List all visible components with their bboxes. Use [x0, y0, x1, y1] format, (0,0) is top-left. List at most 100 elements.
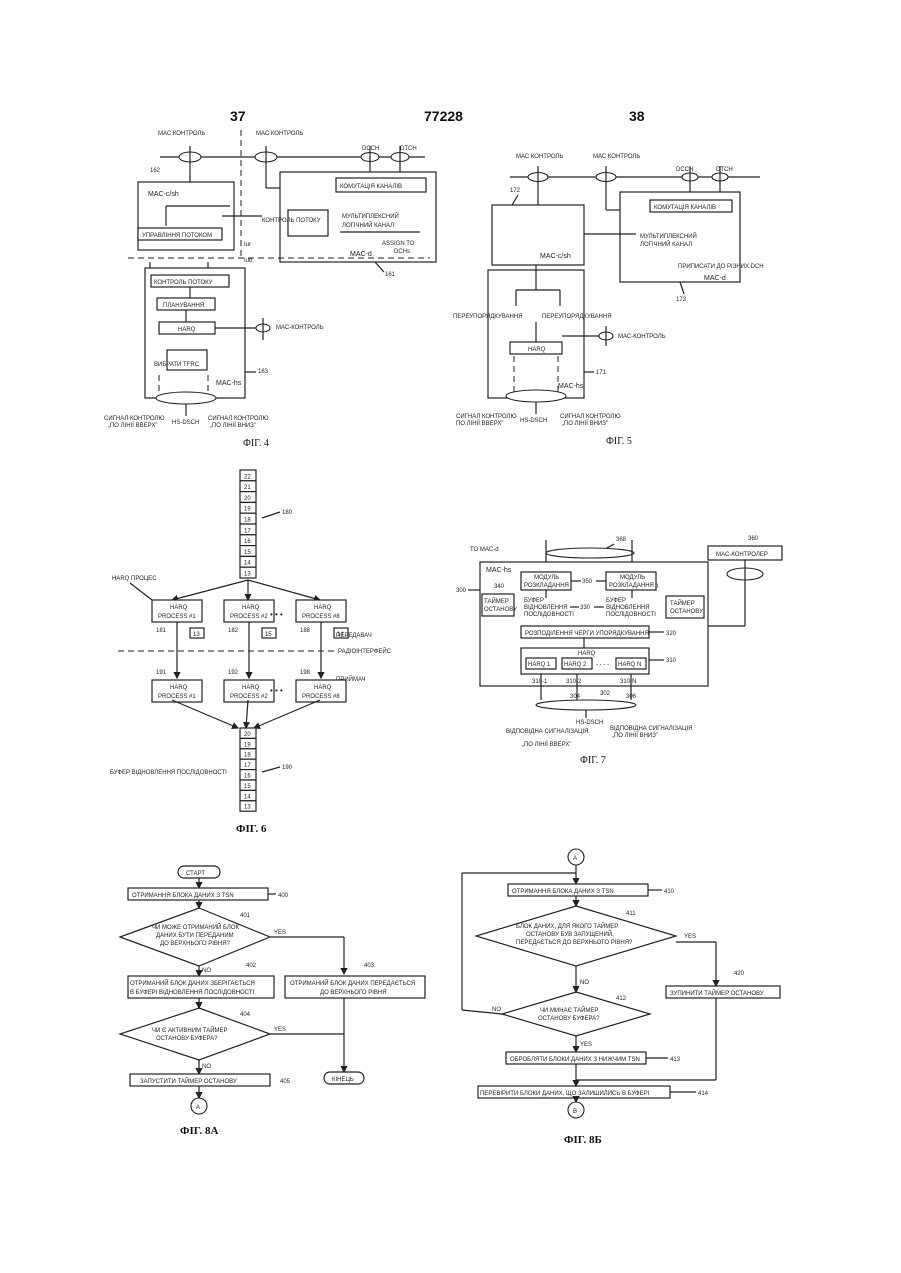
fig7-ref-3102: 310-2 — [566, 679, 582, 685]
fig4-harq: HARQ — [178, 327, 196, 333]
harq-process-number: PROCESS #8 — [302, 614, 340, 620]
fig8a-start-timer: ЗАПУСТИТИ ТАЙМЕР ОСТАНОВУ — [140, 1077, 237, 1085]
fig7-hs-dsch: HS-DSCH — [576, 720, 603, 726]
tsn-number: 21 — [244, 485, 251, 491]
tsn-number: 19 — [244, 507, 251, 513]
fig6-radio-interface: РАДІОІНТЕРФЕЙС — [338, 647, 392, 655]
fig5-reorder-2: ПЕРЕУПОРЯДКУВАННЯ — [542, 314, 612, 320]
fig5-harq: HARQ — [528, 347, 546, 353]
fig5-mac-control-1: МАС КОНТРОЛЬ — [516, 154, 563, 160]
fig8a-ref-400: 400 — [278, 893, 289, 899]
tsn-number: 20 — [244, 496, 251, 502]
fig4-mac-c-sh: MAC-c/sh — [148, 191, 179, 198]
harq-process-title: HARQ — [314, 605, 332, 611]
fig5-sig-up-1: СИГНАЛ КОНТРОЛЮ — [456, 414, 517, 420]
fig8a-ref-401: 401 — [240, 913, 251, 919]
fig7-ref-340a: 340 — [494, 584, 505, 590]
figure-4: МАС КОНТРОЛЬ МАС КОНТРОЛЬ DCCH DTCH 162 … — [104, 130, 436, 449]
fig8b-ref-420: 420 — [734, 971, 745, 977]
fig8b-process: ОБРОБЛЯТИ БЛОКИ ДАНИХ З НИЖЧИМ TSN — [510, 1057, 640, 1063]
fig7-ref-350: 350 — [582, 579, 593, 585]
harq-process-number: PROCESS #2 — [230, 614, 268, 620]
fig4-assign-1: ASSIGN TO — [382, 241, 415, 247]
tsn-number: 17 — [244, 528, 251, 534]
fig7-harq: HARQ — [578, 651, 596, 657]
fig8b-ref-410: 410 — [664, 889, 675, 895]
tsn-number: 18 — [244, 753, 251, 759]
fig5-sig-up-2: ПО ЛІНІЇ ВВЕРХ” — [456, 420, 503, 427]
fig7-buf-right-2: ВІДНОВЛЕННЯ — [606, 605, 650, 611]
fig5-ref-172: 172 — [510, 188, 521, 194]
tsn-number: 14 — [244, 794, 251, 800]
fig7-sig-down-1: ВІДПОВІДНА СИГНАЛІЗАЦІЯ — [610, 726, 692, 732]
fig6-dots-tx: • • • — [270, 610, 283, 619]
harq-process-number: PROCESS #1 — [158, 694, 196, 700]
fig5-mac-c-sh: MAC-c/sh — [540, 253, 571, 260]
fig8b-yes1: YES — [684, 934, 696, 940]
fig7-disasm-right-1: МОДУЛЬ — [620, 575, 645, 581]
fig6-harq-process-label: HARQ ПРОЦЕС — [112, 576, 157, 582]
fig4-mac-control-3: МАС-КОНТРОЛЬ — [276, 325, 324, 331]
fig5-reorder-1: ПЕРЕУПОРЯДКУВАННЯ — [453, 314, 523, 320]
fig6-tsn-stack-bottom: 2019181716151413 — [240, 728, 256, 811]
fig8a-store-1: ОТРИМАНИЙ БЛОК ДАНИХ ЗБЕРІГАЄТЬСЯ — [130, 979, 255, 987]
fig4-sig-up-2: „ПО ЛІНІЇ ВВЕРХ” — [108, 422, 157, 429]
fig7-harq1: HARQ 1 — [528, 662, 551, 668]
fig7-buf-right-1: БУФЕР — [606, 598, 626, 604]
fig8b-q1-3: ПЕРЕДАЄТЬСЯ ДО ВЕРХНЬОГО РІВНЯ? — [516, 940, 633, 946]
fig8a-ref-403: 403 — [364, 963, 375, 969]
fig8a-no2: NO — [202, 1064, 211, 1070]
fig7-buf-left-2: ВІДНОВЛЕННЯ — [524, 605, 568, 611]
fig7-disasm-right-2: РОЗКЛАДАННЯ — [609, 583, 654, 589]
harq-process-ref: 182 — [228, 628, 239, 634]
fig7-to-mac-d: TO MAC-d — [470, 547, 499, 553]
harq-process-ref: 192 — [228, 670, 239, 676]
fig4-mac-control-2: МАС КОНТРОЛЬ — [256, 131, 303, 137]
tsn-number: 15 — [244, 550, 251, 556]
fig4-iur: Iur — [244, 242, 251, 248]
fig5-dcch: DCCH — [676, 167, 693, 173]
fig8b-no1: NO — [580, 980, 589, 986]
figure-5: МАС КОНТРОЛЬ МАС КОНТРОЛЬ DCCH DTCH 172 … — [453, 154, 764, 447]
tsn-number: 13 — [244, 805, 251, 811]
fig5-mac-hs: MAC-hs — [558, 383, 584, 390]
fig5-mux-2: ЛОГІЧНИЙ КАНАЛ — [640, 240, 692, 248]
fig8b-caption: ФІГ. 8Б — [564, 1134, 602, 1146]
fig8b-ref-411: 411 — [626, 911, 636, 917]
tsn-tag: 13 — [193, 632, 200, 638]
harq-process-ref: 198 — [300, 670, 311, 676]
fig8a-yes2: YES — [274, 1027, 286, 1033]
harq-process-number: PROCESS #8 — [302, 694, 340, 700]
fig8a-q1-3: ДО ВЕРХНЬОГО РІВНЯ? — [160, 941, 231, 947]
fig8b-connector-a: A — [573, 856, 577, 862]
fig6-caption: ФІГ. 6 — [236, 823, 267, 835]
fig4-mux-1: МУЛЬТИПЛЕКСНИЙ — [342, 212, 399, 220]
tsn-number: 17 — [244, 763, 251, 769]
fig7-mac-controller: MAC-КОНТРОЛЕР — [716, 552, 768, 558]
fig8a-no1: NO — [202, 968, 211, 974]
fig4-flow-mgmt: УПРАВЛІННЯ ПОТОКОМ — [142, 233, 212, 239]
fig8a-ref-402: 402 — [246, 963, 257, 969]
fig6-transmitter: ПЕРЕДАВАЧ — [336, 633, 372, 639]
figure-8a: СТАРТ ОТРИМАННЯ БЛОКА ДАНИХ З TSN 400 40… — [120, 866, 425, 1137]
fig8b-connector-b: B — [573, 1109, 577, 1115]
figure-7: TO MAC-d 368 360 MAC-КОНТРОЛЕР 300 MAC-h… — [456, 536, 782, 766]
fig4-ref-161: 161 — [385, 272, 396, 278]
fig7-ref-310n: 310-N — [620, 679, 636, 685]
fig8b-ref-414: 414 — [698, 1091, 709, 1097]
fig8b-q2-2: ОСТАНОВУ БУФЕРА? — [538, 1016, 600, 1022]
fig6-dots-rx: • • • — [270, 686, 283, 695]
fig8a-caption: ФІГ. 8А — [180, 1125, 218, 1137]
tsn-number: 16 — [244, 539, 251, 545]
fig8b-ref-413: 413 — [670, 1057, 681, 1063]
fig7-disasm-left-2: РОЗКЛАДАННЯ — [524, 583, 569, 589]
fig7-timer-left-2: ОСТАНОВУ — [484, 607, 517, 613]
figure-6: 22212019181716151413 180 HARQ ПРОЦЕС HAR… — [110, 470, 392, 835]
fig5-hs-dsch: HS-DSCH — [520, 418, 547, 424]
fig4-switching: КОМУТАЦІЯ КАНАЛІВ — [340, 184, 402, 190]
fig4-sig-down-1: СИГНАЛ КОНТРОЛЮ — [208, 416, 269, 422]
tsn-number: 15 — [244, 784, 251, 790]
patent-number: 77228 — [424, 108, 463, 124]
fig8b-check: ПЕРЕВІРИТИ БЛОКИ ДАНИХ, ЩО ЗАЛИШИЛИСЬ В … — [480, 1091, 650, 1097]
